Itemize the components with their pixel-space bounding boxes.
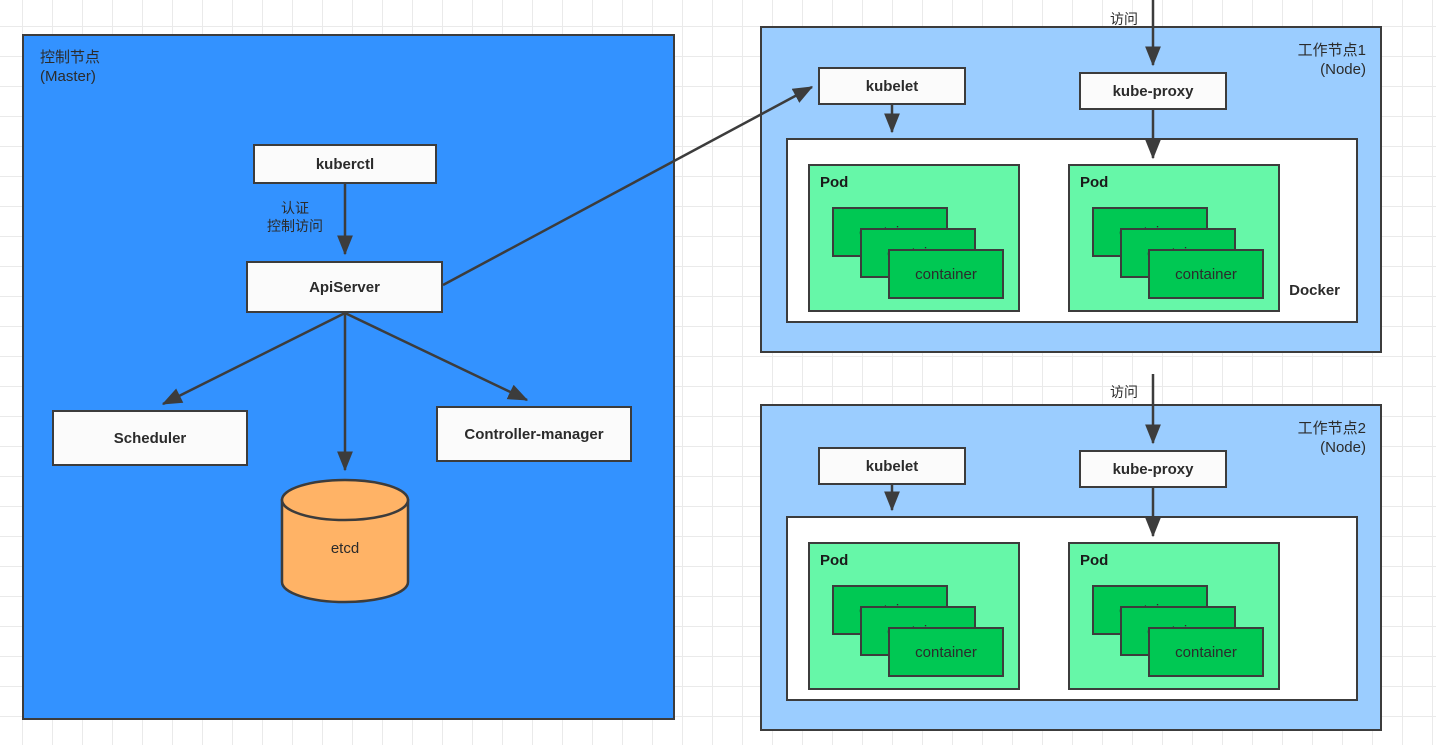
master-node-region[interactable]: 控制节点 (Master) <box>22 34 675 720</box>
node-2-kube-proxy-box[interactable]: kube-proxy <box>1079 450 1227 488</box>
node-2-region-label-line2: (Node) <box>1320 439 1366 456</box>
node-1-pod-1-container-1[interactable]: container <box>888 249 1004 299</box>
node-2-pod-2-container-1[interactable]: container <box>1148 627 1264 677</box>
controller-manager-box[interactable]: Controller-manager <box>436 406 632 462</box>
etcd-label: etcd <box>330 540 360 557</box>
node-1-kubelet-box[interactable]: kubelet <box>818 67 966 105</box>
node-2-access-label: 访问 <box>1110 384 1138 400</box>
node-2-pod-1[interactable]: Pod container container container <box>808 542 1020 690</box>
node-2-pod-1-container-1[interactable]: container <box>888 627 1004 677</box>
scheduler-box[interactable]: Scheduler <box>52 410 248 466</box>
node-1-access-label: 访问 <box>1110 11 1138 27</box>
node-1-pod-2-title: Pod <box>1080 174 1109 191</box>
etcd-shape-icon <box>280 478 410 604</box>
node-1-kube-proxy-box[interactable]: kube-proxy <box>1079 72 1227 110</box>
auth-edge-label-line1: 认证 <box>281 200 309 216</box>
node-2-pod-1-title: Pod <box>820 552 849 569</box>
auth-edge-label-line2: 控制访问 <box>267 218 323 234</box>
node-1-region-label-line2: (Node) <box>1320 61 1366 78</box>
node-1-docker-label: Docker <box>1289 282 1340 299</box>
node-1-pod-1-title: Pod <box>820 174 849 191</box>
master-region-label-line2: (Master) <box>40 68 96 85</box>
node-1-pod-2-container-1[interactable]: container <box>1148 249 1264 299</box>
node-2-pod-2-title: Pod <box>1080 552 1109 569</box>
node-1-pod-2[interactable]: Pod container container container <box>1068 164 1280 312</box>
kuberctl-box[interactable]: kuberctl <box>253 144 437 184</box>
node-1-pod-1[interactable]: Pod container container container <box>808 164 1020 312</box>
apiserver-box[interactable]: ApiServer <box>246 261 443 313</box>
node-2-region-label-line1: 工作节点2 <box>1297 420 1366 437</box>
node-1-region-label-line1: 工作节点1 <box>1297 42 1366 59</box>
master-region-label-line1: 控制节点 <box>40 49 101 66</box>
node-2-pod-2[interactable]: Pod container container container <box>1068 542 1280 690</box>
node-2-kubelet-box[interactable]: kubelet <box>818 447 966 485</box>
etcd-cylinder[interactable]: etcd <box>280 478 410 604</box>
